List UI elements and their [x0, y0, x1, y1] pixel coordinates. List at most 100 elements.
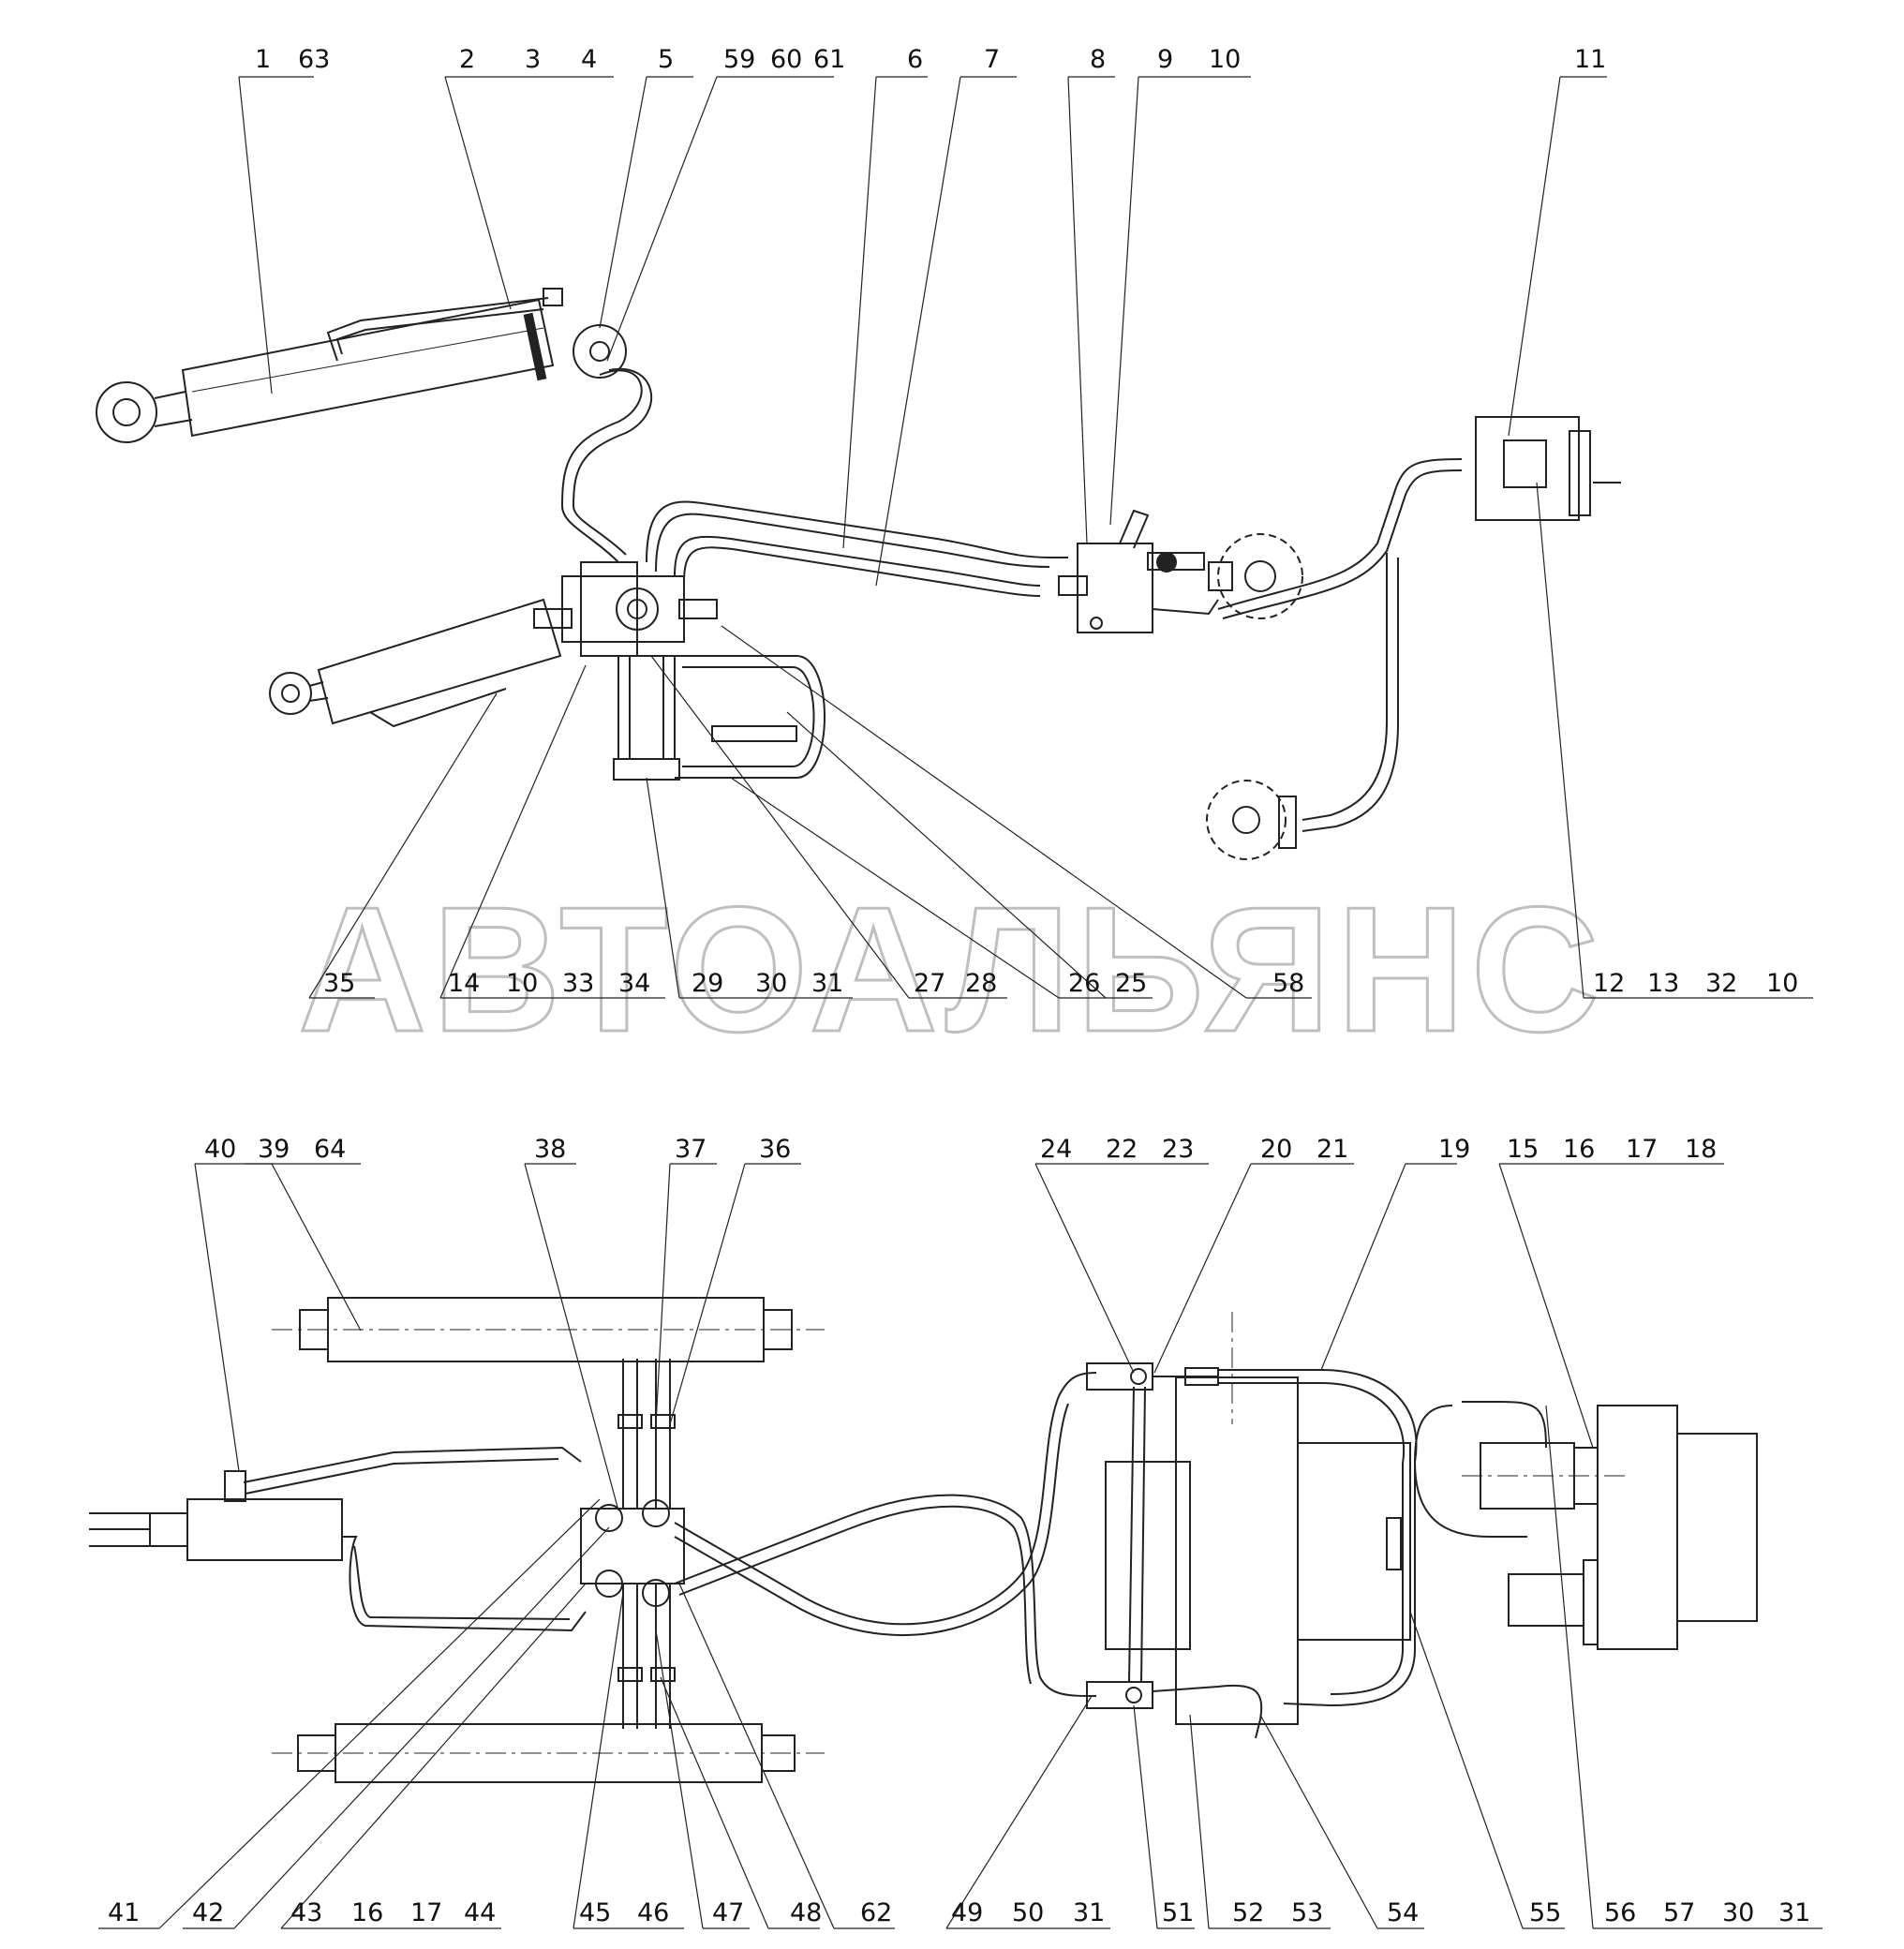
callout-17b: 17 [410, 1898, 442, 1927]
callout-59: 59 [723, 45, 755, 74]
callout-53: 53 [1291, 1898, 1323, 1927]
callout-61: 61 [813, 45, 845, 74]
callout-56: 56 [1604, 1898, 1636, 1927]
hose-to-box [1217, 458, 1463, 610]
hose-cross-a [674, 1372, 1097, 1626]
callout-25: 25 [1115, 969, 1147, 998]
callout-26: 26 [1068, 969, 1100, 998]
callout-10: 10 [1209, 45, 1241, 74]
callout-51: 51 [1162, 1898, 1194, 1927]
wheel-hub-upper [1152, 533, 1303, 619]
callout-5: 5 [658, 45, 674, 74]
callout-46: 46 [637, 1898, 669, 1927]
callout-63: 63 [298, 45, 330, 74]
callout-31c: 31 [1778, 1898, 1810, 1927]
hose-6 [646, 500, 1068, 563]
callout-12: 12 [1593, 969, 1625, 998]
callout-28: 28 [965, 969, 997, 998]
pump-gearbox [1105, 1312, 1411, 1725]
callout-55: 55 [1529, 1898, 1561, 1927]
control-valve-block [533, 561, 718, 657]
callout-7: 7 [984, 45, 1000, 74]
steering-cylinder-left [89, 1446, 587, 1632]
callout-37: 37 [675, 1135, 707, 1164]
tee-bottom [1086, 1681, 1153, 1709]
callout-38: 38 [534, 1135, 566, 1164]
bottom-callouts: 41 42 43 16 17 44 45 46 47 48 62 49 50 3… [108, 1898, 1810, 1927]
callout-17: 17 [1626, 1135, 1658, 1164]
callout-54: 54 [1387, 1898, 1419, 1927]
callout-22: 22 [1106, 1135, 1138, 1164]
callout-39: 39 [258, 1135, 290, 1164]
lift-cylinder-upper [96, 288, 627, 443]
callout-6: 6 [907, 45, 923, 74]
callout-58: 58 [1272, 969, 1304, 998]
callout-2: 2 [459, 45, 475, 74]
callout-11: 11 [1574, 45, 1606, 74]
mid-callouts: 35 14 10 33 34 29 30 31 27 28 26 25 58 1… [323, 969, 1798, 998]
callout-14: 14 [448, 969, 480, 998]
upper-leaders [238, 76, 1607, 587]
callout-42: 42 [192, 1898, 224, 1927]
callout-15: 15 [1507, 1135, 1539, 1164]
callout-21: 21 [1316, 1135, 1348, 1164]
callout-16b: 16 [351, 1898, 383, 1927]
axle-cylinder-top [272, 1297, 825, 1362]
top-callouts: 1 63 2 3 4 5 59 60 61 6 7 8 9 10 11 [255, 45, 1606, 74]
callout-13: 13 [1647, 969, 1679, 998]
callout-41: 41 [108, 1898, 140, 1927]
callout-52: 52 [1232, 1898, 1264, 1927]
callout-1: 1 [255, 45, 271, 74]
hose-cross-b [674, 1494, 1097, 1697]
callout-44: 44 [464, 1898, 496, 1927]
upper-assembly [96, 288, 1621, 860]
hose-motor-loop [1413, 1405, 1527, 1538]
callout-40: 40 [204, 1135, 236, 1164]
lower-leaders [194, 1163, 1724, 1511]
hose-7 [674, 535, 1041, 587]
callout-18: 18 [1685, 1135, 1717, 1164]
bottom-leaders [98, 1405, 1822, 1929]
wheel-hub-lower [1206, 780, 1297, 860]
callout-64: 64 [314, 1135, 346, 1164]
callout-19: 19 [1438, 1135, 1470, 1164]
callout-20: 20 [1260, 1135, 1292, 1164]
hose-cylinder-to-valve [560, 369, 643, 563]
pump-bracket [613, 655, 826, 781]
callout-23: 23 [1162, 1135, 1194, 1164]
distribution-box [1475, 416, 1621, 521]
callout-10b: 10 [506, 969, 538, 998]
callout-9: 9 [1157, 45, 1173, 74]
lower-assembly [89, 1297, 1758, 1783]
callout-48: 48 [790, 1898, 822, 1927]
callout-27: 27 [914, 969, 945, 998]
callout-43: 43 [290, 1898, 322, 1927]
callout-45: 45 [579, 1898, 611, 1927]
hose-54 [1152, 1684, 1263, 1739]
mid-leaders [308, 482, 1813, 999]
lift-cylinder-lower [269, 598, 562, 728]
callout-10c: 10 [1766, 969, 1798, 998]
callout-29: 29 [692, 969, 723, 998]
hydraulic-motor [1462, 1405, 1758, 1650]
axle-cylinder-bottom [272, 1723, 825, 1783]
callout-50: 50 [1012, 1898, 1044, 1927]
callout-62: 62 [860, 1898, 892, 1927]
callout-47: 47 [712, 1898, 744, 1927]
steering-valve [1058, 509, 1205, 633]
callout-36: 36 [759, 1135, 791, 1164]
watermark-text: АВТОАЛЬЯНС [298, 870, 1605, 1069]
callout-34: 34 [618, 969, 650, 998]
callout-16: 16 [1563, 1135, 1595, 1164]
callout-30b: 30 [1722, 1898, 1754, 1927]
callout-60: 60 [770, 45, 802, 74]
callout-30: 30 [755, 969, 787, 998]
callout-31: 31 [811, 969, 843, 998]
callout-4: 4 [581, 45, 597, 74]
callout-24: 24 [1040, 1135, 1072, 1164]
callout-33: 33 [562, 969, 594, 998]
lower-top-callouts: 40 39 64 38 37 36 24 22 23 20 21 19 15 1… [204, 1135, 1717, 1164]
callout-31b: 31 [1073, 1898, 1105, 1927]
central-valve-cluster [580, 1359, 685, 1729]
